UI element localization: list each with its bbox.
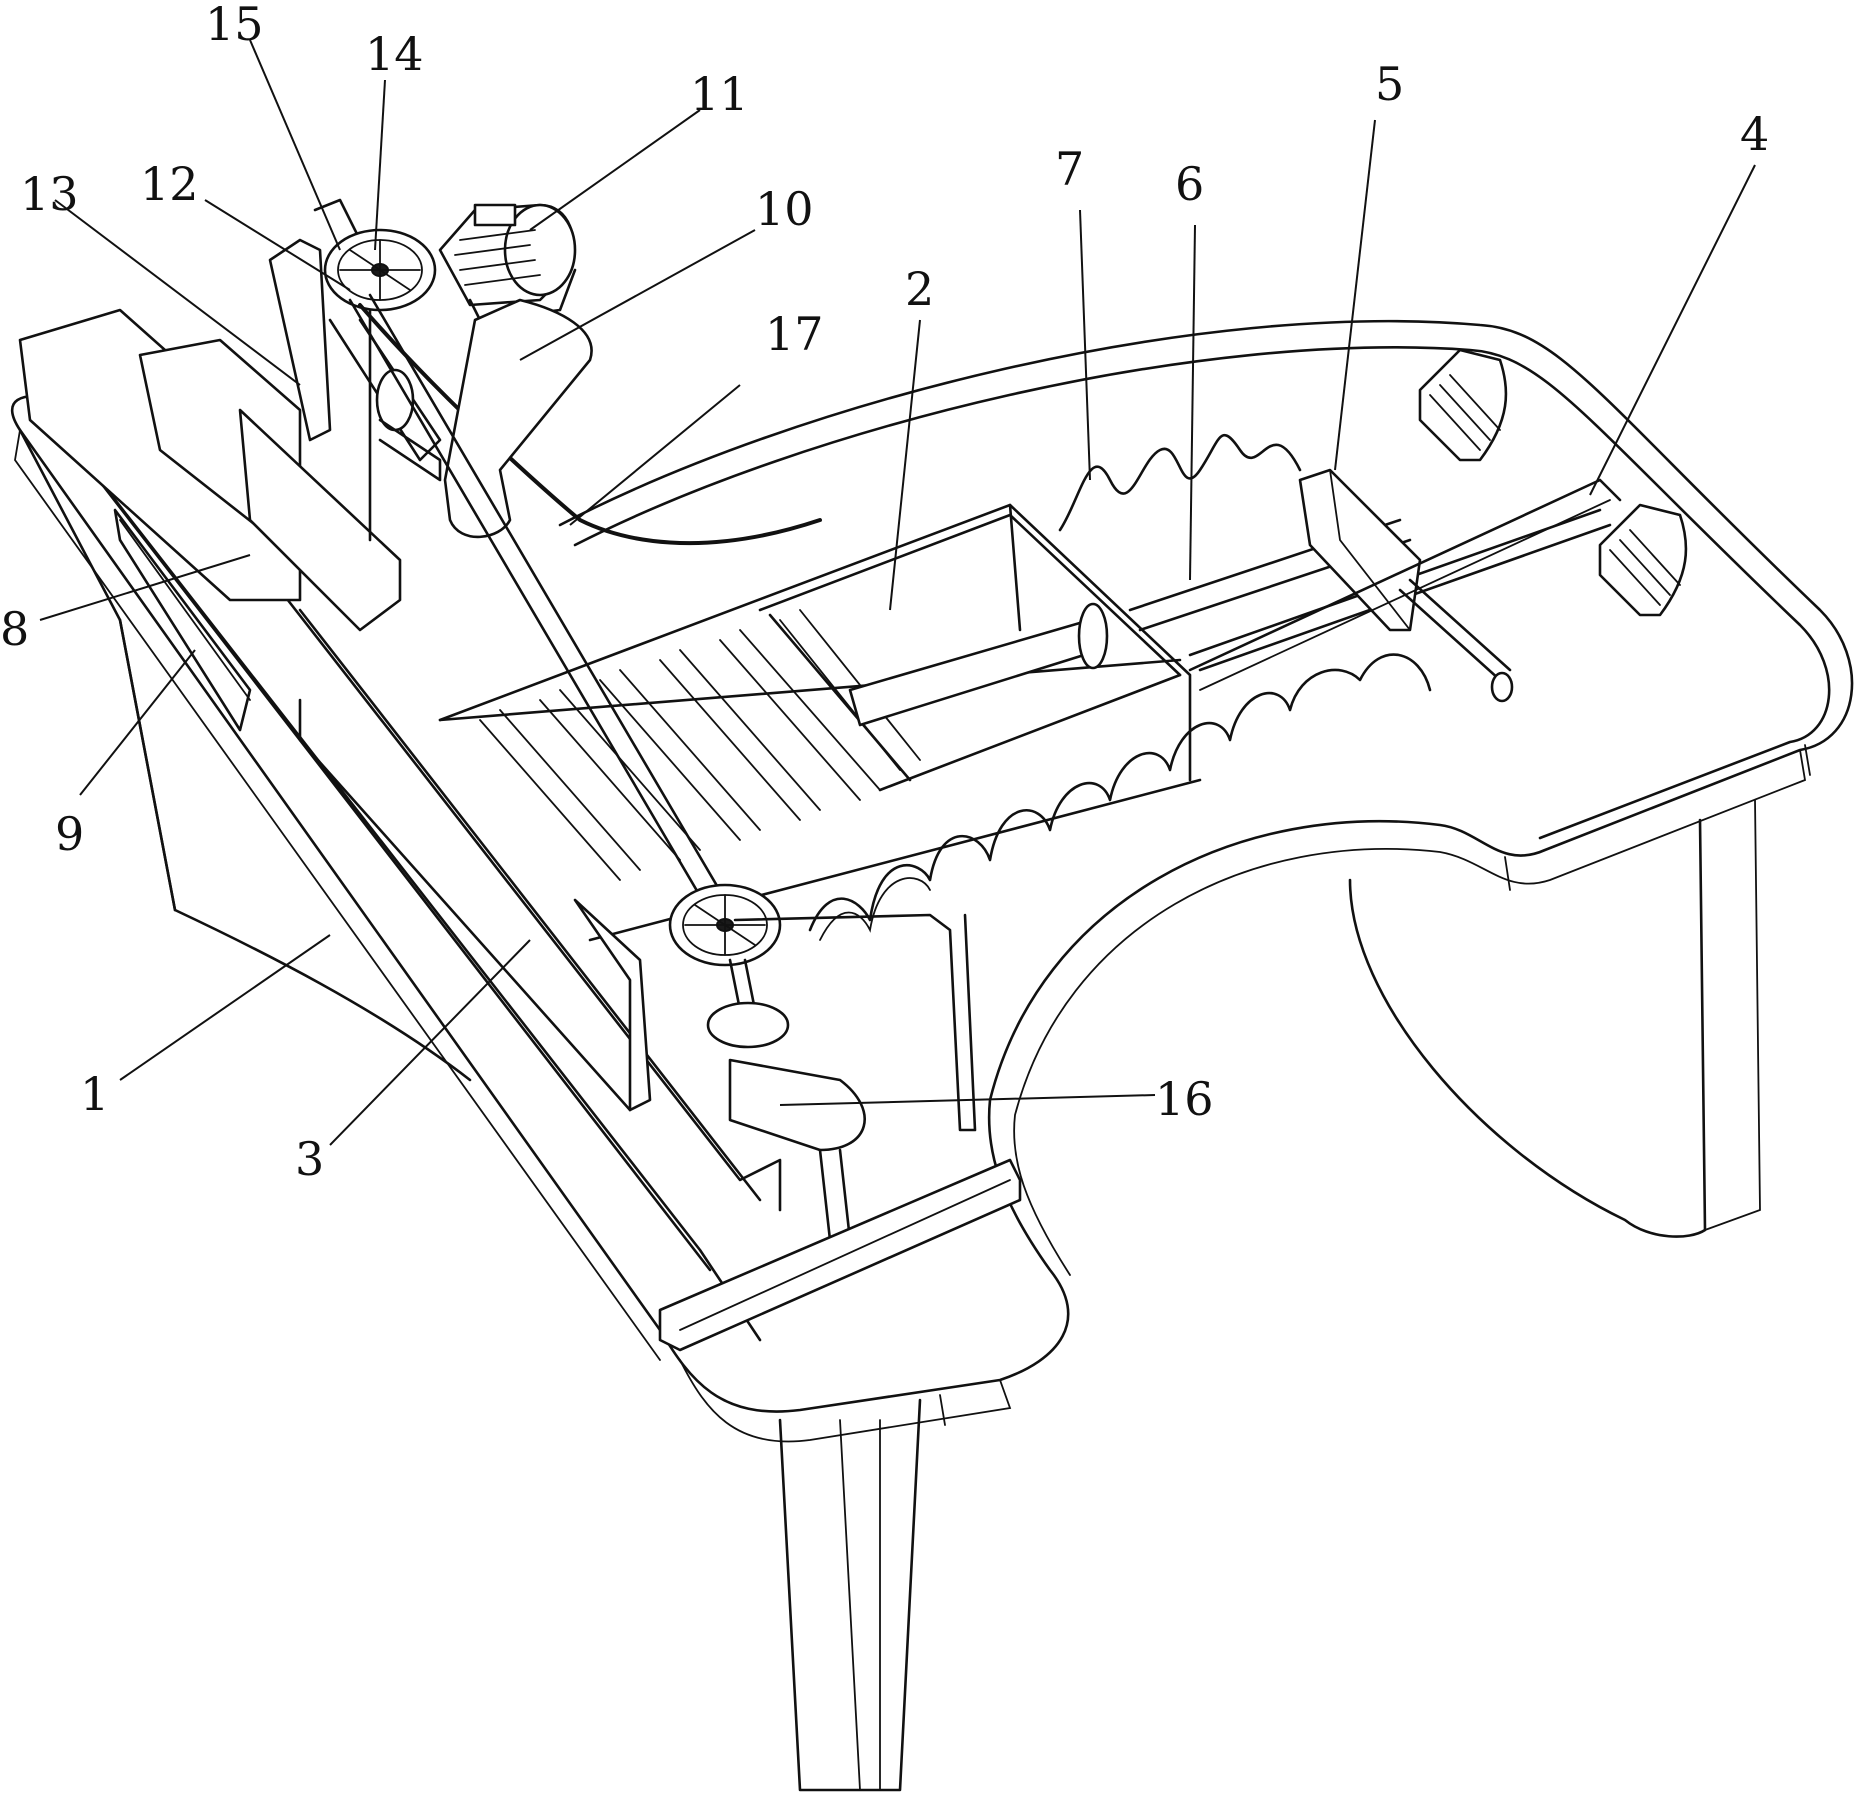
callout-14: 14 [365, 27, 424, 81]
callout-5: 5 [1375, 57, 1404, 111]
callout-7: 7 [1055, 142, 1084, 196]
top-pulley [323, 228, 437, 312]
spring-lower [808, 653, 1432, 941]
spring-upper [1058, 434, 1302, 532]
callout-16: 16 [1155, 1072, 1214, 1126]
callout-4: 4 [1740, 107, 1769, 161]
callout-3: 3 [295, 1132, 324, 1186]
right-blocks [1418, 348, 1688, 617]
callout-11: 11 [690, 67, 749, 121]
callout-15: 15 [205, 0, 264, 51]
callout-12: 12 [140, 157, 199, 211]
callout-13: 13 [20, 167, 79, 221]
callout-9: 9 [55, 807, 84, 861]
feed-plates [18, 308, 402, 732]
table-top [10, 319, 1854, 1443]
callout-1: 1 [80, 1067, 109, 1121]
drive-frame [268, 198, 442, 542]
leader-lines [39, 39, 1756, 1146]
callout-6: 6 [1175, 157, 1204, 211]
front-clamp [658, 1158, 1022, 1352]
lower-pulley [668, 883, 977, 1242]
callouts: 1 2 3 4 5 6 7 8 9 10 11 12 13 14 15 16 1… [0, 0, 1769, 1186]
callout-10: 10 [755, 182, 814, 236]
belt-and-bracket [348, 293, 822, 932]
rollers [479, 609, 921, 881]
press-box [438, 503, 1192, 792]
callout-2: 2 [905, 262, 934, 316]
screw-rod-and-slider [1128, 468, 1612, 703]
motor [438, 203, 577, 322]
callout-17: 17 [765, 307, 824, 361]
callout-8: 8 [0, 602, 29, 656]
guide-slot [1188, 478, 1622, 691]
